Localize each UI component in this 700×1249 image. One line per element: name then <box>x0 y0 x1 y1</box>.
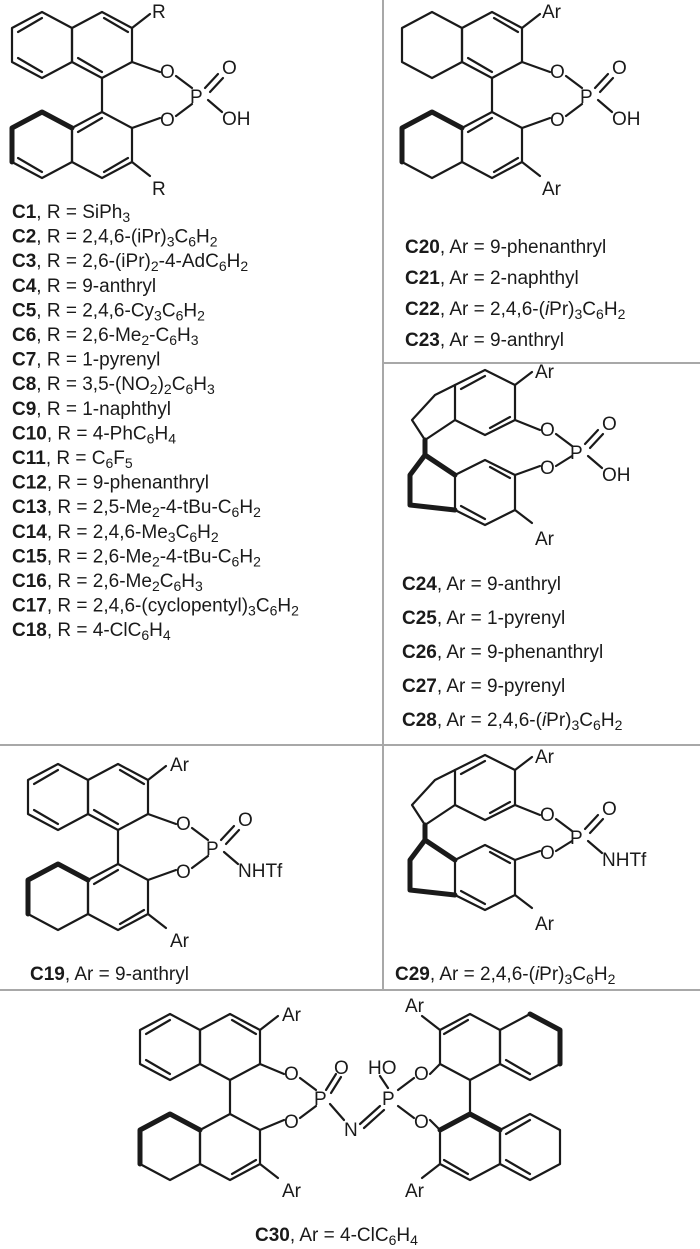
catalyst-label-c29: C29, Ar = 2,4,6-(iPr)3C6H2 <box>395 964 616 987</box>
catalyst-label-c15: C15, R = 2,6-Me2-4-tBu-C6H2 <box>12 546 261 569</box>
catalyst-label-c5: C5, R = 2,4,6-Cy3C6H2 <box>12 300 205 323</box>
substituent-r-lower: R <box>152 179 166 200</box>
catalyst-label-c26: C26, Ar = 9-phenanthryl <box>402 642 603 663</box>
binol-nhtf-structure: Ar Ar O O P O NHTf <box>25 755 283 952</box>
phosphorus-atom: P <box>206 839 219 860</box>
phosphoryl-oxygen: O <box>612 58 627 79</box>
catalyst-label-c13: C13, R = 2,5-Me2-4-tBu-C6H2 <box>12 497 261 520</box>
phosphoryl-oxygen: O <box>602 414 617 435</box>
aryl-group-lower: Ar <box>535 529 555 550</box>
bridging-nitrogen: N <box>344 1120 358 1141</box>
phosphoryl-oxygen: O <box>238 810 253 831</box>
phosphorus-atom: P <box>314 1089 327 1110</box>
ester-oxygen: O <box>540 458 555 479</box>
phosphorus-atom: P <box>580 87 593 108</box>
imidodiphosphate-structure: Ar Ar O O P O N P HO O O Ar <box>137 996 563 1202</box>
catalyst-label-c18: C18, R = 4-ClC6H4 <box>12 620 171 643</box>
spinol-structure: Ar Ar O O P O OH <box>407 362 631 550</box>
ester-oxygen: O <box>160 62 175 83</box>
catalyst-label-c21: C21, Ar = 2-naphthyl <box>405 268 579 289</box>
catalyst-label-c10: C10, R = 4-PhC6H4 <box>12 423 176 446</box>
aryl-group-upper: Ar <box>535 362 555 383</box>
binol-nhtf-catalyst-list: C19, Ar = 9-anthryl <box>30 964 189 985</box>
aryl-group-lower: Ar <box>170 931 190 952</box>
catalyst-label-c14: C14, R = 2,4,6-Me3C6H2 <box>12 522 219 545</box>
catalyst-label-c9: C9, R = 1-naphthyl <box>12 399 171 420</box>
binol-structure: R R O O P O OH <box>9 2 251 200</box>
ester-oxygen: O <box>414 1064 429 1085</box>
phosphoryl-oxygen: O <box>602 799 617 820</box>
catalyst-label-c6: C6, R = 2,6-Me2-C6H3 <box>12 325 199 348</box>
substituent-r-upper: R <box>152 2 166 23</box>
catalyst-label-c22: C22, Ar = 2,4,6-(iPr)3C6H2 <box>405 299 626 322</box>
triflylamide-group: NHTf <box>238 861 283 882</box>
aryl-group-upper-right: Ar <box>405 996 425 1017</box>
aryl-group-lower-right: Ar <box>405 1181 425 1202</box>
ester-oxygen: O <box>284 1064 299 1085</box>
hydroxyl-group: HO <box>368 1058 397 1079</box>
catalyst-label-c11: C11, R = C6F5 <box>12 448 133 471</box>
imidodiphosphate-catalyst-list: C30, Ar = 4-ClC6H4 <box>255 1225 418 1248</box>
phosphorus-atom: P <box>382 1089 395 1110</box>
catalyst-label-c27: C27, Ar = 9-pyrenyl <box>402 676 565 697</box>
catalyst-label-c23: C23, Ar = 9-anthryl <box>405 330 564 351</box>
ester-oxygen: O <box>176 814 191 835</box>
catalyst-label-c19: C19, Ar = 9-anthryl <box>30 964 189 985</box>
aryl-group-lower-left: Ar <box>282 1181 302 1202</box>
ester-oxygen: O <box>160 110 175 131</box>
catalyst-label-c30: C30, Ar = 4-ClC6H4 <box>255 1225 418 1248</box>
ester-oxygen: O <box>550 110 565 131</box>
catalyst-label-c24: C24, Ar = 9-anthryl <box>402 574 561 595</box>
hydroxyl-group: OH <box>602 465 631 486</box>
h8binol-structure: Ar Ar O O P O OH <box>399 2 641 200</box>
catalyst-label-c17: C17, R = 2,4,6-(cyclopentyl)3C6H2 <box>12 596 299 619</box>
phosphoryl-oxygen: O <box>334 1058 349 1079</box>
spinol-nhtf-structure: Ar Ar O O P O NHTf <box>407 747 647 935</box>
catalyst-label-c25: C25, Ar = 1-pyrenyl <box>402 608 565 629</box>
aryl-group-upper: Ar <box>542 2 562 23</box>
catalyst-label-c4: C4, R = 9-anthryl <box>12 276 156 297</box>
phosphorus-atom: P <box>570 443 583 464</box>
ester-oxygen: O <box>540 843 555 864</box>
phosphoryl-oxygen: O <box>222 58 237 79</box>
ester-oxygen: O <box>540 805 555 826</box>
ester-oxygen: O <box>284 1112 299 1133</box>
ester-oxygen: O <box>540 420 555 441</box>
catalyst-label-c8: C8, R = 3,5-(NO2)2C6H3 <box>12 374 215 397</box>
spinol-nhtf-catalyst-list: C29, Ar = 2,4,6-(iPr)3C6H2 <box>395 964 616 987</box>
catalyst-label-c3: C3, R = 2,6-(iPr)2-4-AdC6H2 <box>12 251 248 274</box>
aryl-group-lower: Ar <box>535 914 555 935</box>
ester-oxygen: O <box>550 62 565 83</box>
catalyst-label-c2: C2, R = 2,4,6-(iPr)3C6H2 <box>12 227 218 250</box>
catalyst-label-c20: C20, Ar = 9-phenanthryl <box>405 237 606 258</box>
triflylamide-group: NHTf <box>602 850 647 871</box>
catalyst-label-c7: C7, R = 1-pyrenyl <box>12 350 160 371</box>
hydroxyl-group: OH <box>612 109 641 130</box>
aryl-group-upper-left: Ar <box>282 1005 302 1026</box>
catalyst-label-c1: C1, R = SiPh3 <box>12 202 130 225</box>
ester-oxygen: O <box>414 1112 429 1133</box>
phosphorus-atom: P <box>190 87 203 108</box>
aryl-group-lower: Ar <box>542 179 562 200</box>
phosphorus-atom: P <box>570 828 583 849</box>
aryl-group-upper: Ar <box>535 747 555 768</box>
catalyst-label-c16: C16, R = 2,6-Me2C6H3 <box>12 571 203 594</box>
hydroxyl-group: OH <box>222 109 251 130</box>
aryl-group-upper: Ar <box>170 755 190 776</box>
panel-dividers <box>0 0 700 991</box>
catalyst-label-c28: C28, Ar = 2,4,6-(iPr)3C6H2 <box>402 710 623 733</box>
ester-oxygen: O <box>176 862 191 883</box>
catalyst-label-c12: C12, R = 9-phenanthryl <box>12 473 209 494</box>
